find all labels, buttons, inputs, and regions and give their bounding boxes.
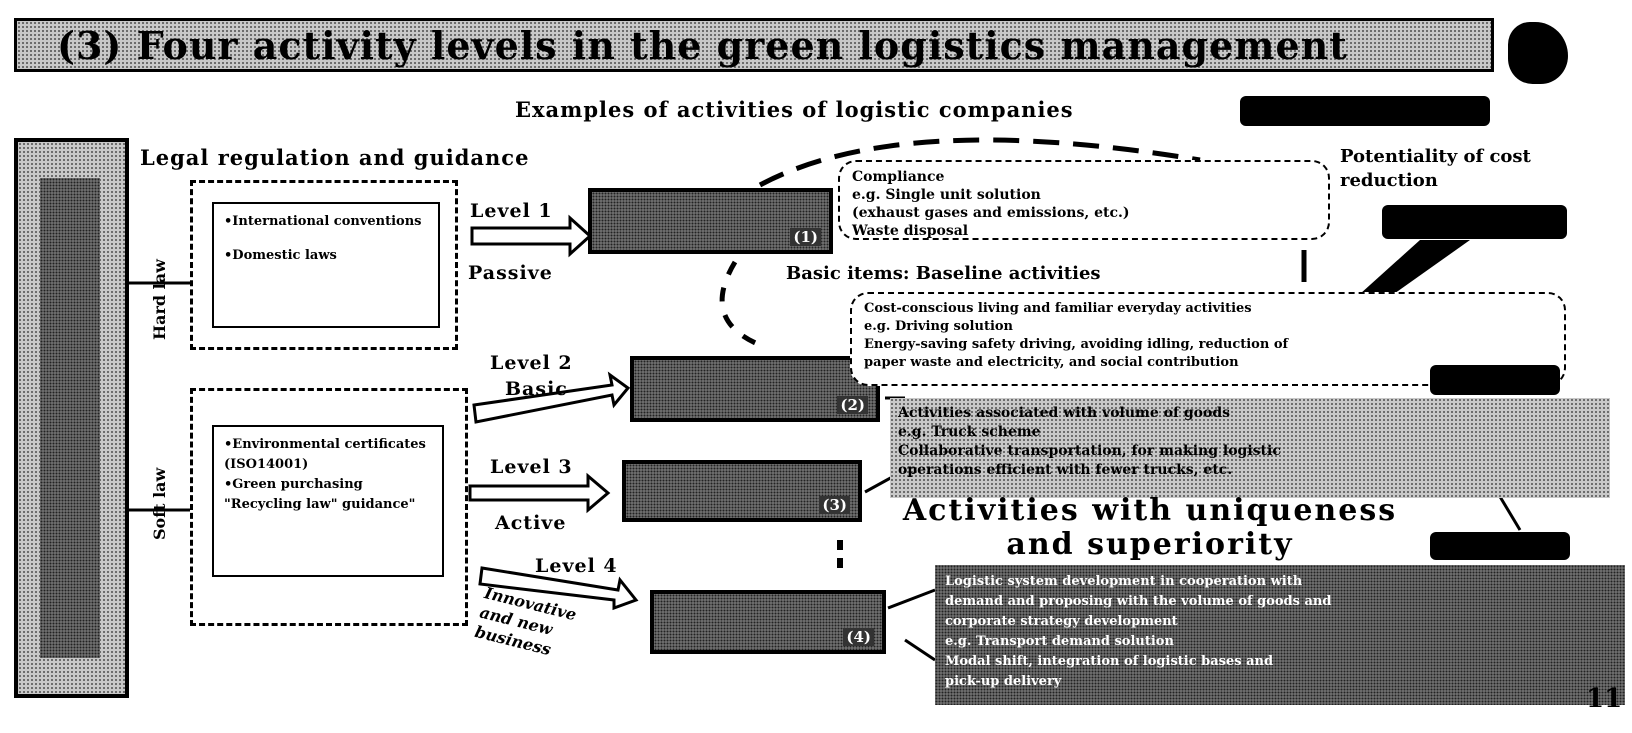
level-3-mode: Active (495, 512, 567, 534)
level-1-mode: Passive (468, 262, 553, 284)
level-4-line-4: e.g. Transport demand solution (945, 634, 1174, 649)
level-3-label: Level 3 (490, 456, 573, 478)
level-4-line-3: corporate strategy development (945, 614, 1178, 629)
hard-law-label: Hard law (150, 259, 169, 340)
level-4-box: (4) (650, 590, 886, 654)
level-4-box-number: (4) (843, 628, 874, 646)
level-3-line-2: e.g. Truck scheme (898, 424, 1041, 440)
soft-law-group (190, 388, 468, 626)
subtitle: Examples of activities of logistic compa… (515, 97, 1074, 122)
level-4-line-1: Logistic system development in cooperati… (945, 574, 1303, 589)
compliance-line-4: Waste disposal (852, 223, 969, 239)
level-4-line-5: Modal shift, integration of logistic bas… (945, 654, 1274, 669)
uniqueness-badge (1430, 532, 1570, 560)
baseline-line-4: paper waste and electricity, and social … (864, 355, 1239, 370)
level-2-box: (2) (630, 356, 880, 422)
level-3-badge (1430, 365, 1560, 395)
level-4-text-bg (935, 565, 1625, 705)
level-4-line-6: pick-up delivery (945, 674, 1062, 689)
page-number: 11 (1586, 684, 1623, 714)
level-3-line-4: operations efficient with fewer trucks, … (898, 462, 1233, 478)
hard-law-box: •International conventions •Domestic law… (212, 202, 440, 328)
level-3-box: (3) (622, 460, 862, 522)
level-2-box-number: (2) (837, 396, 868, 414)
baseline-line-1: Cost-conscious living and familiar every… (864, 301, 1252, 316)
soft-law-item-4: "Recycling law" guidance" (224, 497, 416, 512)
level-3-text-bg (890, 398, 1610, 498)
level-1-box-number: (1) (790, 228, 821, 246)
level-3-line-1: Activities associated with volume of goo… (898, 405, 1231, 421)
level-3-box-number: (3) (819, 496, 850, 514)
left-bar-inner (40, 178, 100, 658)
soft-law-box: •Environmental certificates (ISO14001) •… (212, 425, 444, 577)
compliance-line-1: Compliance (852, 169, 945, 185)
subtitle-badge (1240, 96, 1490, 126)
basic-items-heading: Basic items: Baseline activities (786, 263, 1101, 284)
level-3-line-3: Collaborative transportation, for making… (898, 443, 1281, 459)
hard-law-group (190, 180, 458, 350)
level-1-box: (1) (588, 188, 833, 254)
baseline-line-2: e.g. Driving solution (864, 319, 1014, 334)
soft-law-label: Soft law (150, 467, 169, 540)
hard-law-item-2: •Domestic laws (224, 248, 337, 263)
hard-law-item-1: •International conventions (224, 214, 422, 229)
level-4-line-2: demand and proposing with the volume of … (945, 594, 1332, 609)
level-4-label: Level 4 (535, 555, 618, 577)
level-2-label: Level 2 (490, 352, 573, 374)
uniqueness-heading: Activities with uniqueness and superiori… (902, 493, 1398, 562)
level-1-label: Level 1 (470, 200, 553, 222)
soft-law-item-3: •Green purchasing (224, 477, 363, 492)
title-bar: (3) Four activity levels in the green lo… (14, 18, 1494, 72)
potentiality-badge (1382, 205, 1567, 239)
level-4-text: Logistic system development in cooperati… (945, 572, 1615, 692)
page-title: (3) Four activity levels in the green lo… (57, 22, 1348, 68)
potentiality-label: Potentiality of cost reduction (1340, 146, 1531, 191)
compliance-bubble: Compliance e.g. Single unit solution (ex… (838, 160, 1330, 240)
baseline-line-3: Energy-saving safety driving, avoiding i… (864, 337, 1289, 352)
soft-law-item-2: (ISO14001) (224, 457, 309, 472)
logo-icon (1508, 22, 1568, 84)
level-2-mode: Basic (505, 378, 568, 400)
legal-heading: Legal regulation and guidance (140, 145, 530, 170)
soft-law-item-1: •Environmental certificates (224, 437, 426, 452)
compliance-line-2: e.g. Single unit solution (852, 187, 1041, 203)
level-3-text: Activities associated with volume of goo… (898, 404, 1598, 480)
compliance-line-3: (exhaust gases and emissions, etc.) (852, 205, 1130, 221)
